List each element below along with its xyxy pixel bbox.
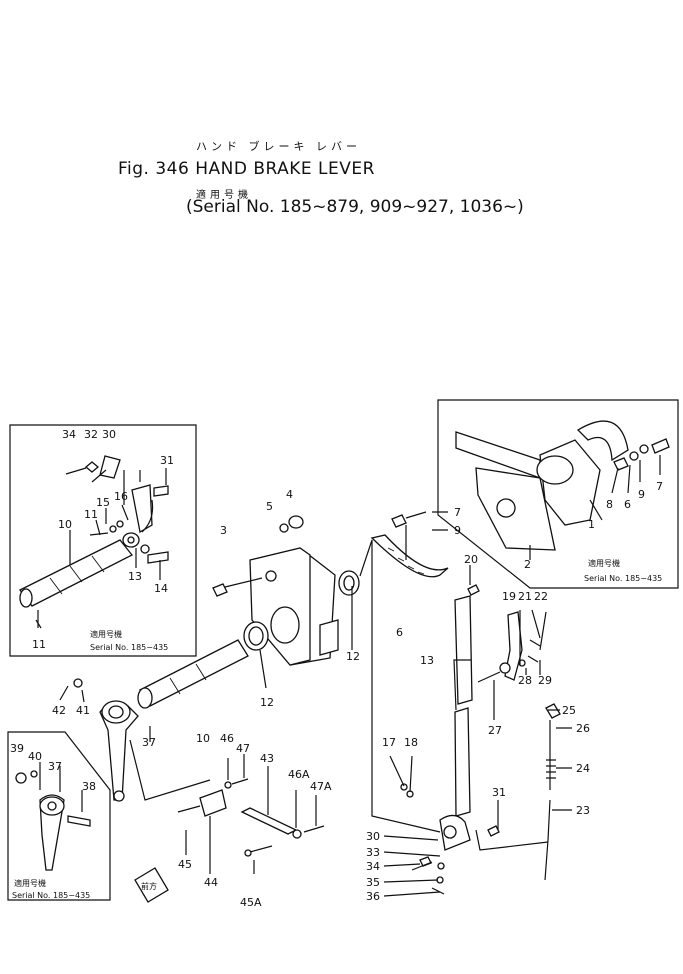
callout-15: 15	[96, 496, 110, 509]
callout-39: 39	[10, 742, 24, 755]
callout-46: 46	[220, 732, 234, 745]
callout-47A: 47A	[310, 780, 332, 793]
callout-5: 5	[266, 500, 273, 513]
callout-2: 2	[524, 558, 531, 571]
callout-47: 47	[236, 742, 250, 755]
callout-27: 27	[488, 724, 502, 737]
callout-20: 20	[464, 553, 478, 566]
callout-10-main: 10	[196, 732, 210, 745]
callout-30: 30	[102, 428, 116, 441]
callout-10-inset: 10	[58, 518, 72, 531]
callout-26: 26	[576, 722, 590, 735]
callout-38: 38	[82, 780, 96, 793]
right-top-inset-parts	[455, 420, 670, 551]
inset-frame-right-top	[437, 399, 679, 589]
callout-37-main: 37	[142, 736, 156, 749]
callout-14: 14	[154, 582, 168, 595]
callout-36: 36	[366, 890, 380, 903]
callout-9-main: 9	[454, 524, 461, 537]
callout-8-inset: 8	[606, 498, 613, 511]
callout-34: 34	[62, 428, 76, 441]
callout-43: 43	[260, 752, 274, 765]
callout-40: 40	[28, 750, 42, 763]
main-assembly-parts: 前方	[73, 511, 561, 903]
callout-6-inset: 6	[624, 498, 631, 511]
callout-35: 35	[366, 876, 380, 889]
callout-37-inset: 37	[48, 760, 62, 773]
callout-34-main: 34	[366, 860, 380, 873]
callout-4: 4	[286, 488, 293, 501]
callout-46A: 46A	[288, 768, 310, 781]
inset-left-top-serial: Serial No. 185−435	[90, 643, 168, 652]
callout-1: 1	[588, 518, 595, 531]
inset-left-top-jp: 適用号機	[90, 629, 122, 639]
callout-30-main: 30	[366, 830, 380, 843]
callout-12-upper: 12	[346, 650, 360, 663]
serial-jp-label: 適用号機	[196, 190, 252, 201]
callout-11-lower: 11	[32, 638, 46, 651]
left-bottom-inset-parts	[15, 770, 91, 871]
inset-left-bottom-serial: Serial No. 185−435	[12, 891, 90, 900]
callout-labels: 34 32 30 31 15 16 11 10 13 14 11 3 5 4 7…	[10, 428, 663, 909]
callout-29: 29	[538, 674, 552, 687]
front-arrow-tag: 前方	[141, 881, 157, 891]
inset-frame-left-top	[9, 424, 197, 657]
callout-21: 21	[518, 590, 532, 603]
callout-24: 24	[576, 762, 590, 775]
inset-right-top-jp: 適用号機	[588, 558, 620, 568]
callout-45A: 45A	[240, 896, 262, 909]
callout-18: 18	[404, 736, 418, 749]
japanese-title: ハンド ブレーキ レバー	[196, 140, 361, 153]
callout-19: 19	[502, 590, 516, 603]
callout-41: 41	[76, 704, 90, 717]
callout-9-inset: 9	[638, 488, 645, 501]
callout-44: 44	[204, 876, 218, 889]
callout-17: 17	[382, 736, 396, 749]
callout-45: 45	[178, 858, 192, 871]
callout-31: 31	[160, 454, 174, 467]
callout-11-upper: 11	[84, 508, 98, 521]
callout-31-main: 31	[492, 786, 506, 799]
left-top-inset-parts	[19, 455, 169, 629]
callout-7-main: 7	[454, 506, 461, 519]
callout-33: 33	[366, 846, 380, 859]
callout-42: 42	[52, 704, 66, 717]
callout-28: 28	[518, 674, 532, 687]
figure-title: Fig. 346 HAND BRAKE LEVER	[118, 159, 375, 179]
serial-range: (Serial No. 185~879, 909~927, 1036~)	[186, 197, 524, 217]
callout-3: 3	[220, 524, 227, 537]
inset-left-bottom-jp: 適用号機	[14, 878, 46, 888]
leader-lines	[37, 455, 661, 897]
callout-22: 22	[534, 590, 548, 603]
callout-13-inset: 13	[128, 570, 142, 583]
callout-23: 23	[576, 804, 590, 817]
callout-13-main: 13	[420, 654, 434, 667]
callout-6-main: 6	[396, 626, 403, 639]
callout-7-inset: 7	[656, 480, 663, 493]
callout-25: 25	[562, 704, 576, 717]
callout-16: 16	[114, 490, 128, 503]
callout-32: 32	[84, 428, 98, 441]
callout-12-lower: 12	[260, 696, 274, 709]
inset-frame-left-bottom	[7, 731, 111, 901]
inset-right-top-serial: Serial No. 185−435	[584, 574, 662, 583]
